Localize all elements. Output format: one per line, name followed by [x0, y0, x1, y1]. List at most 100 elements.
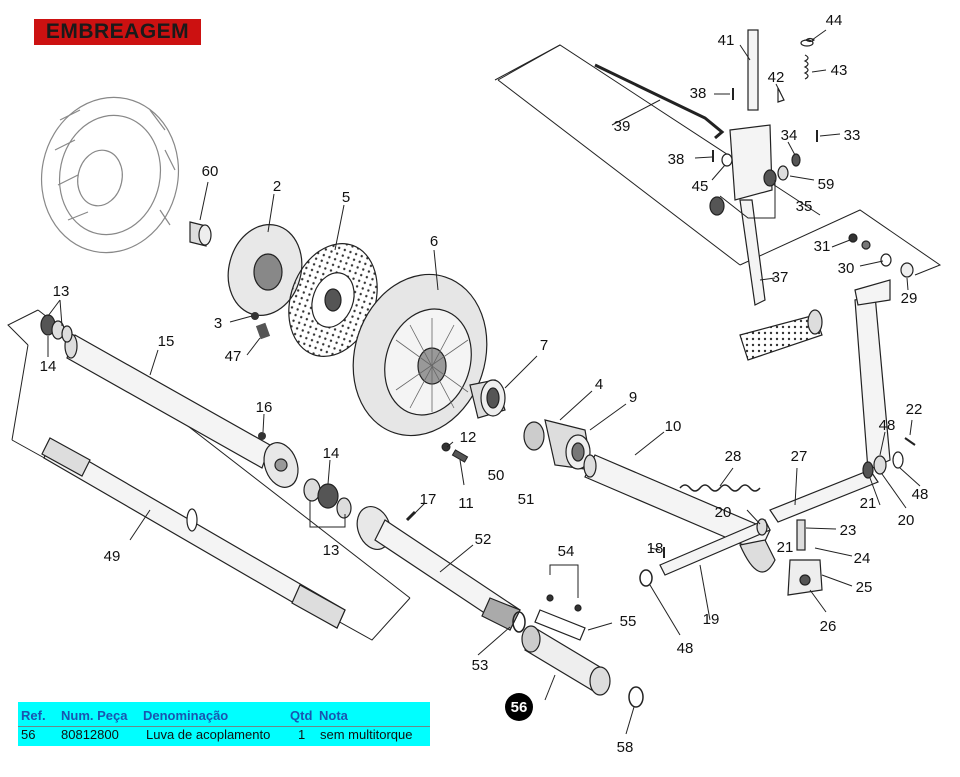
callout-6: 6 — [430, 233, 438, 250]
callout-21-right: 21 — [860, 495, 877, 512]
callout-31: 31 — [814, 238, 831, 255]
callout-14-left: 14 — [40, 358, 57, 375]
bearings-14-13-left — [40, 314, 73, 343]
bolts-12-11 — [441, 442, 469, 463]
rod-39 — [594, 63, 725, 140]
pin-22 — [904, 437, 916, 446]
callout-48-top: 48 — [879, 417, 896, 434]
bearings-14-13-middle — [303, 478, 352, 519]
nipple-16 — [258, 432, 266, 440]
callout-3: 3 — [214, 315, 222, 332]
clutch-plate-2 — [227, 224, 303, 316]
callout-20-right: 20 — [898, 512, 915, 529]
callout-56-badge — [505, 693, 533, 721]
header-name: Denominação — [143, 708, 229, 723]
callout-28: 28 — [725, 448, 742, 465]
callout-29: 29 — [901, 290, 918, 307]
leader-lines — [47, 29, 921, 735]
cell-note: sem multitorque — [320, 727, 413, 742]
header-ref: Ref. — [21, 708, 46, 723]
clutch-pedal-37 — [739, 199, 823, 361]
callout-9: 9 — [629, 389, 637, 406]
header-qty: Qtd — [290, 708, 313, 723]
callout-25: 25 — [856, 579, 873, 596]
snap-ring-53 — [512, 611, 526, 633]
callout-39: 39 — [614, 118, 631, 135]
callout-4: 4 — [595, 376, 603, 393]
fork-rod-19 — [659, 519, 776, 576]
lever-assembly-41-35 — [709, 29, 789, 216]
cell-ref: 56 — [21, 727, 36, 742]
callout-11: 11 — [458, 495, 474, 512]
callout-labels: 60 2 5 6 7 4 9 10 12 50 11 51 13 14 15 3… — [40, 12, 929, 756]
callout-59: 59 — [818, 176, 835, 193]
callout-12: 12 — [460, 429, 477, 446]
bearing-carrier-4-9 — [523, 419, 593, 471]
callout-34: 34 — [781, 127, 798, 144]
callout-49: 49 — [104, 548, 121, 565]
header-part-number: Num. Peça — [61, 708, 128, 723]
callout-58: 58 — [617, 739, 634, 756]
callout-17: 17 — [420, 491, 437, 508]
callout-50: 50 — [488, 467, 505, 484]
callout-38-lower: 38 — [668, 151, 685, 168]
washer-48-left — [639, 569, 653, 587]
callout-41: 41 — [718, 32, 735, 49]
callout-13-top: 13 — [53, 283, 70, 300]
release-bearing-7 — [469, 379, 506, 419]
callout-53: 53 — [472, 657, 489, 674]
callout-51: 51 — [518, 491, 535, 508]
callout-52: 52 — [475, 531, 492, 548]
callout-13-bottom: 13 — [323, 542, 340, 559]
callout-37: 37 — [772, 269, 789, 286]
coupling-sleeve-56 — [521, 625, 611, 696]
callout-10: 10 — [665, 418, 682, 435]
pedal-shaft-27 — [769, 279, 891, 523]
callout-26: 26 — [820, 618, 837, 635]
callout-16: 16 — [256, 399, 273, 416]
callout-42: 42 — [768, 69, 785, 86]
washers-20-21-48-right — [756, 451, 904, 536]
plate-55-bolts-54 — [534, 594, 586, 641]
callout-56: 56 — [511, 699, 528, 716]
callout-23: 23 — [840, 522, 857, 539]
callout-18: 18 — [647, 540, 664, 557]
shaft-52 — [356, 506, 521, 631]
cell-part-number: 80812800 — [61, 727, 119, 742]
pressure-plate-6 — [352, 273, 488, 437]
callout-47: 47 — [225, 348, 242, 365]
callout-14-middle: 14 — [323, 445, 340, 462]
callout-54: 54 — [558, 543, 575, 560]
callout-2: 2 — [273, 178, 281, 195]
callout-30: 30 — [838, 260, 855, 277]
header-note: Nota — [319, 708, 348, 723]
cell-name: Luva de acoplamento — [146, 727, 271, 742]
callout-7: 7 — [540, 337, 548, 354]
friction-disc-5 — [288, 243, 378, 357]
callout-21-left: 21 — [777, 539, 794, 556]
callout-27: 27 — [791, 448, 808, 465]
callout-38-upper: 38 — [690, 85, 707, 102]
fork-end-23-26 — [787, 519, 823, 596]
bolt-47 — [255, 322, 271, 340]
parts-table: Ref. Num. Peça Denominação Qtd Nota 56 8… — [18, 702, 430, 746]
small-parts-33-34-38-42-43-44 — [712, 37, 818, 167]
section-title: EMBREAGEM — [34, 19, 201, 45]
callout-44: 44 — [826, 12, 843, 29]
callout-48-left: 48 — [677, 640, 694, 657]
callout-55: 55 — [620, 613, 637, 630]
callout-20-left: 20 — [715, 504, 732, 521]
callout-48-right: 48 — [912, 486, 929, 503]
parts-table-rule — [18, 726, 430, 727]
callout-19: 19 — [703, 611, 720, 628]
pin-17 — [405, 510, 417, 522]
pto-shaft-49 — [41, 437, 346, 629]
pilot-bearing-60 — [189, 221, 212, 247]
callout-35: 35 — [796, 198, 813, 215]
callout-5: 5 — [342, 189, 350, 206]
cell-qty: 1 — [298, 727, 306, 742]
callout-22: 22 — [906, 401, 923, 418]
callout-60: 60 — [202, 163, 219, 180]
